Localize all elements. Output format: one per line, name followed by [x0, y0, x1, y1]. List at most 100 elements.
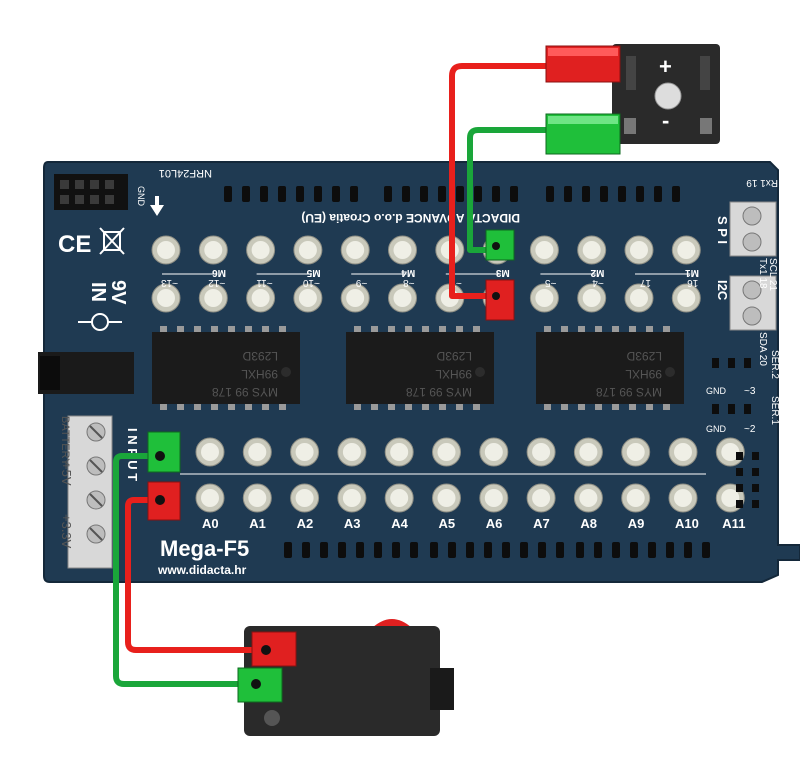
bottom-pad-rows	[180, 437, 745, 513]
right-screw-terminals	[729, 201, 777, 331]
chip-text: L293D	[242, 349, 278, 363]
top-pin-label: ~11	[256, 277, 273, 288]
top-pin-label: ~10	[302, 277, 319, 288]
top-pad-lower-10[interactable]	[577, 283, 607, 313]
weee-bin-icon	[99, 227, 125, 255]
bottom-pad-upper-12[interactable]	[715, 437, 745, 467]
bottom-pad-lower-2[interactable]	[242, 483, 272, 513]
power-in-label: IN	[87, 282, 109, 302]
motor-label: M5	[306, 267, 320, 278]
bottom-pad-upper-9[interactable]	[573, 437, 603, 467]
top-pin-label: ~5	[545, 277, 557, 288]
spi-symbol: S P I	[715, 216, 730, 244]
top-pin-label: ~8	[403, 277, 415, 288]
top-pad-5[interactable]	[340, 235, 370, 265]
top-pad-lower-5[interactable]	[340, 283, 370, 313]
plus-3v3-label: +3.3V	[59, 514, 74, 549]
top-pad-2[interactable]	[198, 235, 228, 265]
bottom-pad-upper-1[interactable]	[195, 437, 225, 467]
ce-mark-icon: CE	[58, 231, 91, 258]
battery-terminal	[67, 415, 113, 569]
top-pad-6[interactable]	[388, 235, 417, 265]
bottom-pad-upper-2[interactable]	[242, 437, 272, 467]
green-connector-board-left	[147, 431, 181, 473]
motor-label: M6	[212, 267, 226, 278]
sda-label: SDA 20	[757, 332, 768, 366]
bottom-pad-lower-11[interactable]	[668, 483, 698, 513]
chip-text: 99HXL	[435, 367, 472, 381]
bottom-header	[284, 542, 710, 558]
gnd-top-label: GND	[136, 186, 146, 207]
bottom-pad-lower-7[interactable]	[479, 483, 509, 513]
bottom-pad-upper-10[interactable]	[621, 437, 651, 467]
bottom-pad-upper-11[interactable]	[668, 437, 698, 467]
top-pin-label: 17	[639, 277, 651, 288]
bottom-pad-upper-4[interactable]	[337, 437, 367, 467]
i2c-symbol: I2C	[715, 280, 730, 301]
bottom-pad-lower-9[interactable]	[573, 483, 603, 513]
gnd1-label: GND	[706, 386, 727, 396]
bottom-pad-upper-8[interactable]	[526, 437, 556, 467]
top-pad-10[interactable]	[577, 235, 607, 265]
arrow-down-icon	[150, 205, 164, 216]
analog-label: A3	[344, 516, 361, 531]
top-pin-label: ~4	[592, 277, 604, 288]
top-led-module	[612, 44, 720, 144]
motor-label: M1	[685, 267, 699, 278]
top-pad-lower-3[interactable]	[246, 283, 276, 313]
bottom-pad-upper-7[interactable]	[479, 437, 509, 467]
analog-label: A8	[580, 516, 597, 531]
bottom-pad-upper-6[interactable]	[432, 437, 461, 467]
top-pad-lower-12[interactable]	[671, 283, 701, 313]
bottom-pad-lower-4[interactable]	[337, 483, 367, 513]
top-pin-label: 16	[687, 277, 699, 288]
ser1-label: SER.1	[769, 396, 780, 425]
pin3-label: ~3	[744, 386, 756, 397]
top-pad-4[interactable]	[293, 235, 323, 265]
top-pad-lower-11[interactable]	[624, 283, 654, 313]
analog-label: A9	[628, 516, 645, 531]
bottom-pad-upper-5[interactable]	[384, 437, 414, 467]
module-minus-label: -	[662, 108, 669, 133]
bottom-pad-lower-1[interactable]	[195, 483, 225, 513]
bottom-pad-lower-6[interactable]	[432, 483, 461, 513]
chip-text: 99HXL	[241, 367, 278, 381]
top-pad-lower-2[interactable]	[198, 283, 228, 313]
bottom-pad-lower-3[interactable]	[290, 483, 320, 513]
top-pad-lower-6[interactable]	[388, 283, 417, 313]
top-pad-lower-9[interactable]	[529, 283, 559, 313]
top-pin-label: ~9	[355, 277, 367, 288]
power-9v-label: 9V	[107, 280, 129, 305]
motor-label: M4	[401, 267, 415, 278]
bottom-pad-lower-5[interactable]	[384, 483, 414, 513]
connectors	[147, 45, 621, 703]
board-website: www.didacta.hr	[157, 563, 247, 577]
wire-red-bottom	[125, 497, 262, 653]
analog-label: A4	[391, 516, 408, 531]
rx1-label: Rx1 19	[746, 177, 778, 188]
l293d-chip: L293D 99HXL MYS 99 178	[152, 326, 300, 410]
bottom-pad-upper-3[interactable]	[290, 437, 320, 467]
serial-pins	[712, 358, 751, 414]
top-pad-11[interactable]	[624, 235, 654, 265]
bottom-pad-lower-10[interactable]	[621, 483, 651, 513]
green-connector-board-top	[485, 229, 515, 261]
top-pin-label: ~7	[450, 277, 462, 288]
red-connector-switch	[251, 631, 297, 667]
top-pad-12[interactable]	[671, 235, 701, 265]
top-pad-9[interactable]	[529, 235, 559, 265]
top-pad-3[interactable]	[246, 235, 276, 265]
top-pad-lower-4[interactable]	[293, 283, 323, 313]
chip-text: MYS 99 178	[212, 385, 278, 399]
nrf-header	[54, 174, 128, 210]
bottom-pad-lower-8[interactable]	[526, 483, 556, 513]
top-pad-1[interactable]	[151, 235, 181, 265]
top-pad-lower-1[interactable]	[151, 283, 181, 313]
polarity-icon	[78, 313, 122, 331]
ser2-label: SER.2	[769, 350, 780, 379]
